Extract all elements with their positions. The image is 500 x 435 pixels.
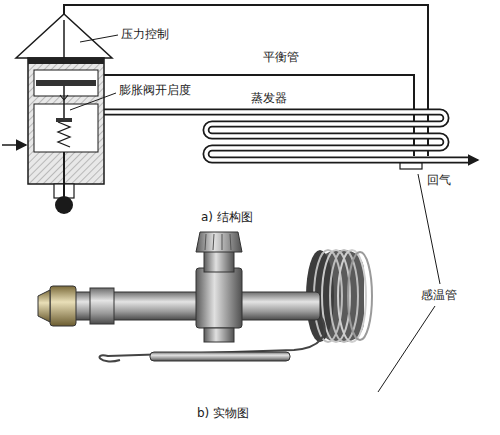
figure-caption: b) 实物图 (196, 406, 250, 420)
part-label: 回气 (426, 173, 452, 187)
sensing-bulb (400, 163, 422, 169)
part-label: 压力控制 (120, 27, 170, 41)
part-label: 感温管 (420, 288, 458, 302)
figure-caption: a) 结构图 (200, 210, 254, 224)
leader-line (378, 306, 435, 392)
leader-line (418, 174, 440, 284)
valve-schematic (2, 14, 112, 214)
part-label: 膨胀阀开启度 (118, 83, 192, 97)
part-label: 平衡管 (262, 50, 300, 64)
leader-line (80, 35, 118, 42)
leader-line (70, 93, 116, 110)
part-label: 蒸发器 (250, 91, 288, 105)
valve-photo (38, 232, 372, 362)
evaporator-coil (100, 112, 478, 160)
